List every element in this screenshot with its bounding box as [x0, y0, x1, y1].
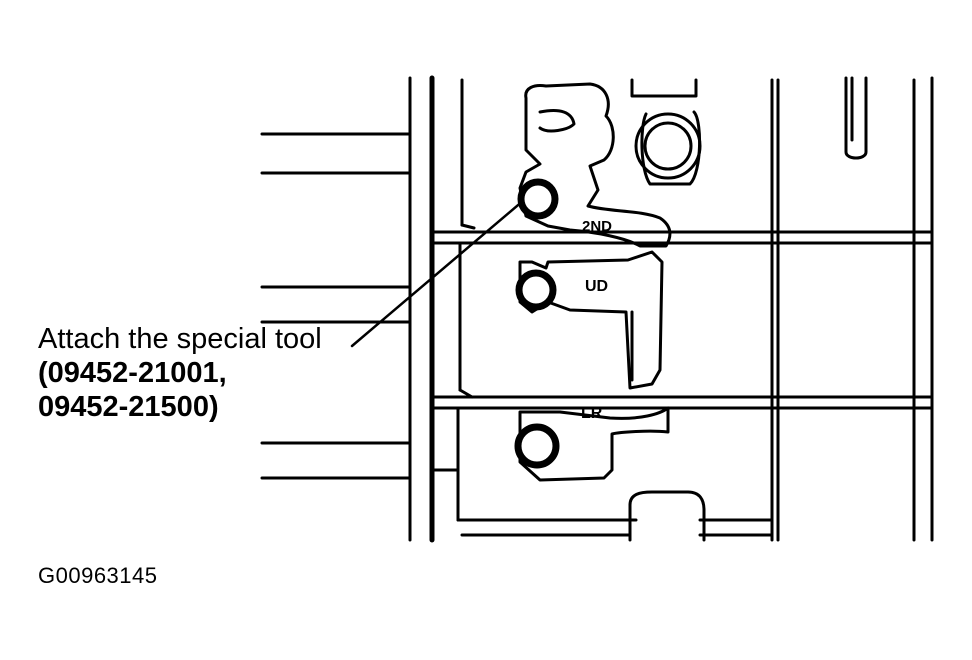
passage-2nd-inner	[538, 109, 576, 133]
passage-lr	[518, 406, 670, 482]
port-label-lr: LR	[581, 405, 603, 422]
tool-callout: Attach the special tool (09452-21001, 09…	[38, 322, 322, 424]
bore-inner	[643, 121, 693, 171]
bore-guide	[640, 110, 702, 186]
port-2nd-fitting	[517, 178, 559, 220]
figure-id: G00963145	[38, 563, 158, 588]
callout-tool-number-2: 09452-21500)	[38, 391, 219, 423]
port-label-2nd: 2ND	[582, 218, 612, 235]
port-label-ud: UD	[585, 278, 608, 295]
left-lines	[260, 132, 412, 480]
port-ud-fitting	[515, 269, 557, 311]
callout-instruction: Attach the special tool	[38, 323, 322, 355]
housing-walls	[408, 75, 934, 543]
passage-2nd	[518, 82, 672, 248]
plug-tube	[844, 76, 868, 160]
channel-bands	[430, 230, 934, 537]
callout-tool-number-1: (09452-21001,	[38, 357, 227, 389]
top-slot	[630, 78, 698, 98]
leader-line	[350, 198, 526, 348]
bottom-boss	[628, 490, 706, 542]
port-lr-fitting	[514, 423, 560, 469]
